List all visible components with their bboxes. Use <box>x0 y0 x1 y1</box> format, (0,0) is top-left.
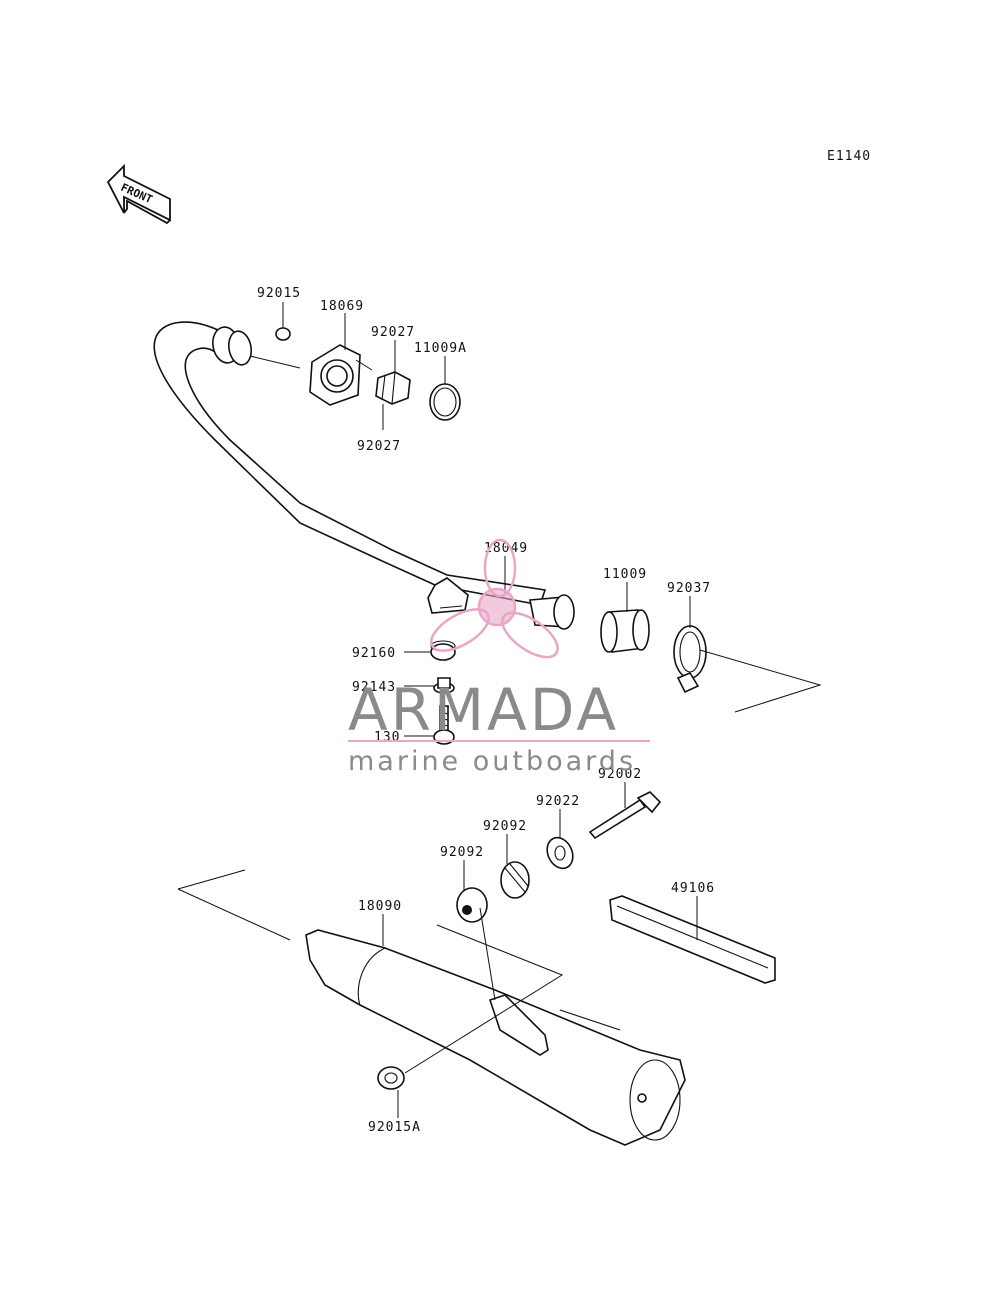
part-label: 92027 <box>357 439 401 454</box>
watermark-brand: ARMADA <box>348 676 619 744</box>
nut-92015 <box>275 327 291 341</box>
grommet-92092-b <box>456 887 488 923</box>
part-label: 92037 <box>667 581 711 596</box>
nut-92015a <box>377 1066 405 1090</box>
watermark-tagline: marine outboards <box>348 746 636 777</box>
diagram-code: E1140 <box>827 149 871 164</box>
propeller-blade-icon <box>483 538 517 598</box>
leader-lines <box>177 302 822 1118</box>
propeller-blade-icon <box>501 611 559 659</box>
part-label: 11009 <box>603 567 647 582</box>
grommet-92092-a <box>500 861 530 899</box>
part-label: 92160 <box>352 646 396 661</box>
part-labels: 92015 18069 92027 11009A 92027 18049 110… <box>257 286 715 1135</box>
clamp-92037 <box>673 625 707 694</box>
connector-pipe-11009 <box>600 609 650 653</box>
part-label: 92143 <box>352 680 396 695</box>
part-label: 49106 <box>671 881 715 896</box>
part-label: 18069 <box>320 299 364 314</box>
front-arrow-icon: FRONT <box>106 163 171 225</box>
bolt-92002 <box>588 791 662 840</box>
exhaust-flange <box>309 344 361 406</box>
washer-92022 <box>546 836 574 870</box>
part-label: 92015A <box>368 1120 421 1135</box>
part-label: 92015 <box>257 286 301 301</box>
muffler-18090 <box>305 929 686 1146</box>
part-label: 11009A <box>414 341 467 356</box>
split-collar <box>375 371 411 405</box>
armada-logo: ARMADA marine outboards <box>348 538 650 777</box>
part-label: 92027 <box>371 325 415 340</box>
heat-guard-49106 <box>609 895 776 984</box>
part-label: 92092 <box>440 845 484 860</box>
part-label: 92022 <box>536 794 580 809</box>
collar-92143 <box>433 677 455 694</box>
part-label: 18090 <box>358 899 402 914</box>
exhaust-pipe <box>153 321 575 630</box>
propeller-blade-icon <box>430 608 490 652</box>
part-label: 18049 <box>484 541 528 556</box>
part-label: 92092 <box>483 819 527 834</box>
part-label: 92002 <box>598 767 642 782</box>
